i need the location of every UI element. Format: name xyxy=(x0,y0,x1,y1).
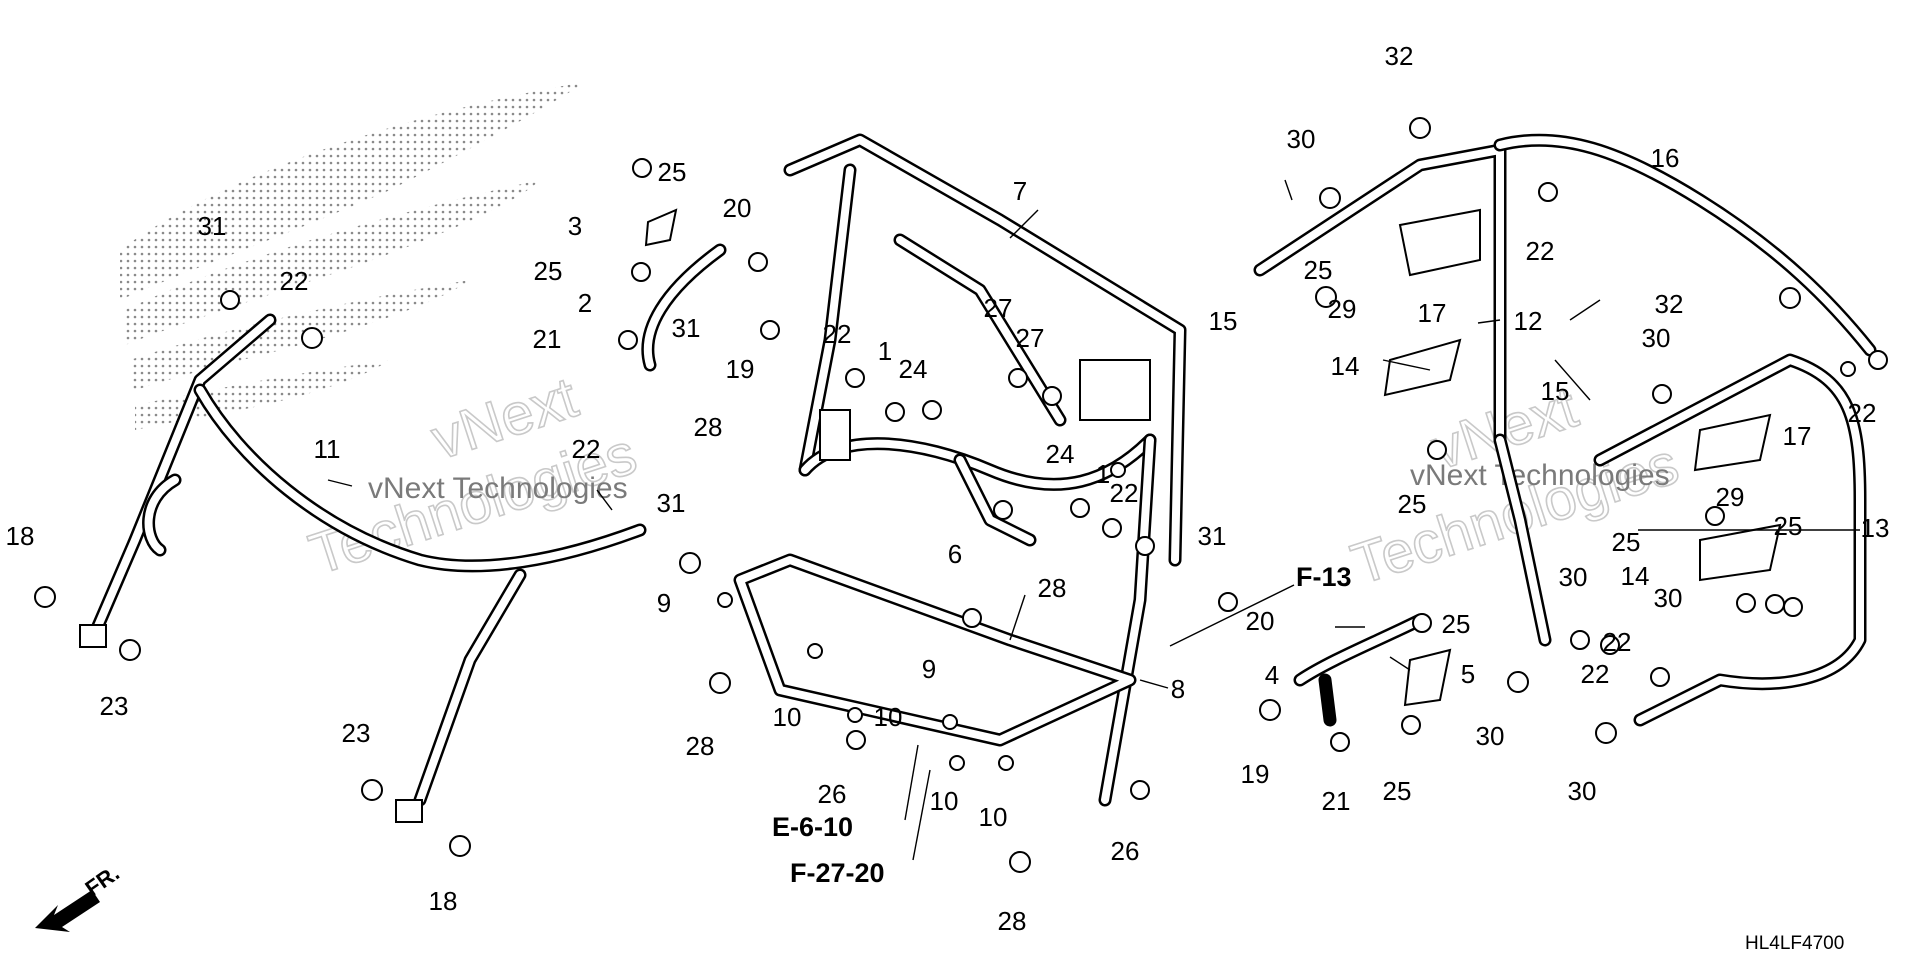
callout-c2: 2 xyxy=(578,288,592,318)
callout-c5: 5 xyxy=(1461,659,1475,689)
front-roll-bar xyxy=(79,313,647,823)
callout-c23a: 23 xyxy=(100,691,129,721)
callout-c32b: 32 xyxy=(1655,289,1684,319)
callout-c4: 4 xyxy=(1265,660,1279,690)
callout-c14a: 14 xyxy=(1331,351,1360,381)
callout-c1b: 1 xyxy=(1096,459,1110,489)
callout-c30e: 30 xyxy=(1476,721,1505,751)
callout-c1: 1 xyxy=(878,336,892,366)
callout-c10d: 10 xyxy=(979,802,1008,832)
callout-c10b: 10 xyxy=(874,702,903,732)
leader-lines xyxy=(327,179,1860,861)
callout-c25e: 25 xyxy=(1612,527,1641,557)
callout-c29a: 29 xyxy=(1328,294,1357,324)
front-arrow-icon xyxy=(35,890,100,932)
callout-c18b: 18 xyxy=(429,886,458,916)
callout-c31d: 31 xyxy=(1198,521,1227,551)
callout-c9b: 9 xyxy=(922,654,936,684)
callout-c21b: 21 xyxy=(1322,786,1351,816)
callout-c10a: 10 xyxy=(773,702,802,732)
callout-c23b: 23 xyxy=(342,718,371,748)
callout-c17a: 17 xyxy=(1418,298,1447,328)
callout-c3: 3 xyxy=(568,211,582,241)
callout-c7: 7 xyxy=(1013,176,1027,206)
callout-c30a: 30 xyxy=(1287,124,1316,154)
callout-c27a: 27 xyxy=(984,293,1013,323)
callout-c22a: 22 xyxy=(280,266,309,296)
callout-c31b: 31 xyxy=(672,313,701,343)
callout-c8: 8 xyxy=(1171,674,1185,704)
cab-frame xyxy=(733,133,1187,807)
ref-f-13: F-13 xyxy=(1296,562,1352,592)
wing-logo-watermark xyxy=(120,82,585,430)
callout-c24b: 24 xyxy=(1046,439,1075,469)
side-bar xyxy=(1593,353,1867,727)
fasteners xyxy=(34,117,1888,873)
callout-c10c: 10 xyxy=(930,786,959,816)
callout-c9: 9 xyxy=(657,588,671,618)
callout-c25g: 25 xyxy=(1442,609,1471,639)
callout-c19b: 19 xyxy=(1241,759,1270,789)
callout-c22h: 22 xyxy=(1581,659,1610,689)
callout-c24a: 24 xyxy=(899,354,928,384)
callout-c22e: 22 xyxy=(1526,236,1555,266)
callout-c25c: 25 xyxy=(1304,255,1333,285)
callout-c30f: 30 xyxy=(1568,776,1597,806)
callout-c31a: 31 xyxy=(198,211,227,241)
callout-c14b: 14 xyxy=(1621,561,1650,591)
callout-c15a: 15 xyxy=(1209,306,1238,336)
callout-c12: 12 xyxy=(1514,306,1543,336)
callout-c30b: 30 xyxy=(1642,323,1671,353)
watermark-company-left: vNext Technologies xyxy=(368,472,628,505)
callout-c27b: 27 xyxy=(1016,323,1045,353)
callout-c18a: 18 xyxy=(6,521,35,551)
watermark-company-right: vNext Technologies xyxy=(1410,459,1670,492)
callout-c20a: 20 xyxy=(723,193,752,223)
callout-c22d: 22 xyxy=(1110,478,1139,508)
callout-c32a: 32 xyxy=(1385,41,1414,71)
callout-c26a: 26 xyxy=(818,779,847,809)
callout-c25b: 25 xyxy=(534,256,563,286)
callout-c25d: 25 xyxy=(1398,489,1427,519)
callout-c16: 16 xyxy=(1651,143,1680,173)
watermark-left: vNext Technologies vNext Technologies xyxy=(301,364,645,588)
front-direction-indicator: FR. xyxy=(35,860,124,932)
callout-c19a: 19 xyxy=(726,354,755,384)
callout-c31c: 31 xyxy=(657,488,686,518)
drawing-code: HL4LF4700 xyxy=(1745,933,1844,954)
callout-c15b: 15 xyxy=(1541,376,1570,406)
callout-c25h: 25 xyxy=(1383,776,1412,806)
callout-c20b: 20 xyxy=(1246,606,1275,636)
callout-c6: 6 xyxy=(948,539,962,569)
callout-c28c: 28 xyxy=(686,731,715,761)
callout-c28a: 28 xyxy=(694,412,723,442)
callout-c28d: 28 xyxy=(998,906,1027,936)
callout-c30d: 30 xyxy=(1654,583,1683,613)
callout-c22b: 22 xyxy=(823,319,852,349)
callout-c21a: 21 xyxy=(533,324,562,354)
callout-c28b: 28 xyxy=(1038,573,1067,603)
callout-c26b: 26 xyxy=(1111,836,1140,866)
rear-roll-bar xyxy=(1253,133,1877,647)
callout-c17b: 17 xyxy=(1783,421,1812,451)
callout-c25f: 25 xyxy=(1774,511,1803,541)
upper-grab-handle xyxy=(641,208,727,372)
grab-handle xyxy=(1293,613,1452,727)
callout-c30c: 30 xyxy=(1559,562,1588,592)
ref-f-27-20: F-27-20 xyxy=(790,858,885,888)
callout-c25a: 25 xyxy=(658,157,687,187)
callout-c29b: 29 xyxy=(1716,482,1745,512)
callout-c22c: 22 xyxy=(572,434,601,464)
callout-c13: 13 xyxy=(1861,513,1890,543)
callout-c22g: 22 xyxy=(1603,627,1632,657)
callout-c11: 11 xyxy=(314,434,341,464)
callout-c22f: 22 xyxy=(1848,398,1877,428)
reference-labels: E-6-10 F-27-20 F-13 xyxy=(772,562,1352,888)
ref-e-6-10: E-6-10 xyxy=(772,812,853,842)
